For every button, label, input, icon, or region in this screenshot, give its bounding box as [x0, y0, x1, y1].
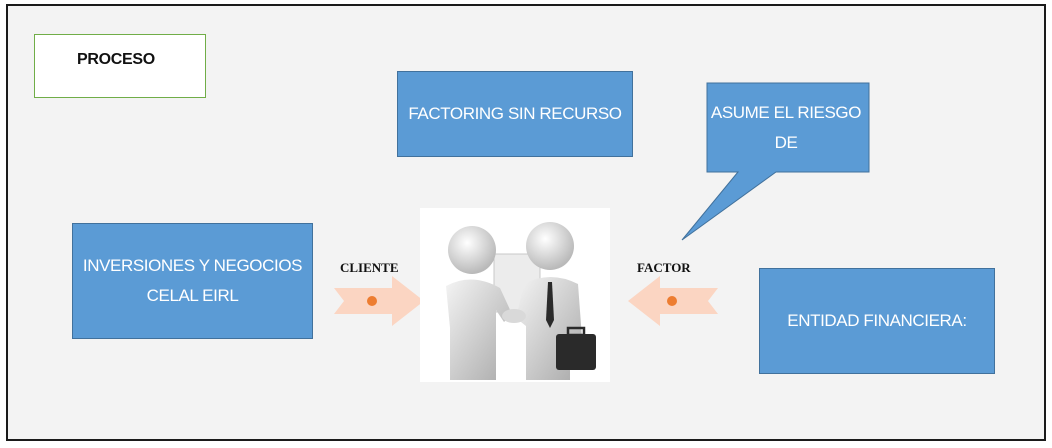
arrow-right-dot: [367, 296, 377, 306]
factor-label: FACTOR: [637, 260, 691, 275]
arrow-left-icon: [628, 276, 718, 326]
left-person-head: [448, 226, 496, 274]
arrow-right-icon: [334, 276, 424, 326]
financial-entity-box: ENTIDAD FINANCIERA:: [759, 268, 995, 374]
factoring-box: FACTORING SIN RECURSO: [397, 71, 633, 157]
tie-shape: [546, 282, 554, 328]
arrow-left-dot: [667, 296, 677, 306]
callout-shape: [681, 82, 870, 241]
callout-bubble: [681, 82, 870, 241]
title-text: PROCESO: [77, 51, 155, 68]
left-person-body: [446, 279, 512, 380]
client-company-box: INVERSIONES Y NEGOCIOS CELAL EIRL: [72, 223, 313, 339]
right-person-head: [526, 222, 574, 270]
handshake-shape: [502, 309, 526, 323]
title-box: PROCESO: [34, 34, 206, 98]
callout-text: ASUME EL RIESGO DE: [710, 103, 862, 152]
cliente-label: CLIENTE: [340, 260, 399, 275]
handshake-icon: [420, 208, 610, 382]
briefcase-shape: [556, 334, 596, 370]
